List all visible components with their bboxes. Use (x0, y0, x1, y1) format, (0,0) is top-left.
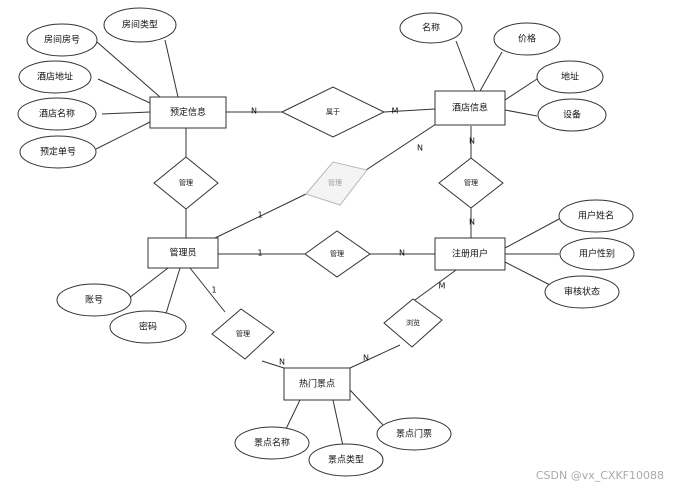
card-belongs-res: N (251, 107, 257, 116)
card-browse-user: M (439, 282, 446, 291)
attr-price-label: 价格 (518, 33, 536, 45)
edge-browse-spot (349, 344, 401, 369)
attr-address-label: 地址 (561, 71, 579, 83)
attr-review-status: 审核状态 (544, 275, 620, 309)
entity-spot-label: 热门景点 (299, 378, 335, 390)
attr-room-type-label: 房间类型 (122, 19, 158, 31)
rel-manage-review: 管理 (438, 157, 504, 209)
attr-spot-type-label: 景点类型 (328, 454, 364, 466)
card-browse-spot: N (363, 354, 369, 363)
card-admin-hotel-admin: 1 (257, 211, 262, 220)
entity-reservation: 预定信息 (149, 96, 227, 129)
edge-spot-type (332, 399, 344, 447)
attr-user-name-label: 用户姓名 (578, 210, 614, 222)
attr-order-number-label: 预定单号 (40, 146, 76, 158)
card-review-user: N (469, 218, 475, 227)
rel-belongs-to: 属于 (280, 86, 386, 138)
card-belongs-hotel: M (392, 107, 399, 116)
entity-hotel: 酒店信息 (434, 90, 506, 126)
entity-hotel-label: 酒店信息 (452, 102, 488, 114)
edge-order-number (95, 121, 151, 150)
attr-hotel-address: 酒店地址 (18, 60, 92, 94)
rel-manage-reservation: 管理 (153, 156, 219, 210)
attr-facilities-label: 设备 (563, 109, 581, 121)
attr-name-label: 名称 (422, 22, 440, 34)
card-admin-hotel-hotel: N (417, 144, 423, 153)
edge-manage-spot-spot (261, 360, 285, 369)
rel-manage-review-label: 管理 (464, 178, 478, 187)
edge-hotel-address (97, 78, 151, 104)
rel-manage-spot-label: 管理 (236, 329, 250, 338)
attr-order-number: 预定单号 (19, 135, 97, 169)
rel-manage-spot: 管理 (211, 308, 275, 360)
edge-admin-manage-spot (189, 267, 226, 313)
edge-price (479, 51, 503, 92)
attr-user-gender-label: 用户性别 (579, 248, 615, 260)
attr-account: 账号 (56, 283, 132, 317)
attr-user-gender: 用户性别 (559, 237, 635, 271)
edge-hotel-name (101, 111, 151, 115)
rel-manage-user-label: 管理 (330, 249, 344, 258)
edge-address (504, 78, 538, 101)
attr-password: 密码 (109, 310, 187, 344)
edge-account (128, 267, 169, 299)
attr-spot-type: 景点类型 (308, 443, 384, 477)
attr-room-number-label: 房间房号 (44, 34, 80, 46)
attr-account-label: 账号 (85, 295, 103, 306)
attr-spot-name: 景点名称 (234, 426, 310, 460)
card-admin-spot-spot: N (279, 358, 285, 367)
watermark: CSDN @vx_CXKF10088 (536, 469, 664, 482)
attr-address: 地址 (536, 60, 604, 94)
entity-user: 注册用户 (434, 237, 506, 271)
attr-facilities: 设备 (537, 98, 607, 132)
card-admin-user-admin: 1 (257, 249, 262, 258)
entity-spot: 热门景点 (283, 367, 351, 401)
rel-manage-hotel-label: 管理 (328, 178, 342, 187)
edge-facilities (504, 109, 538, 117)
card-review-hotel: N (469, 137, 475, 146)
attr-room-type: 房间类型 (103, 7, 177, 43)
edge-room-type (164, 39, 179, 98)
rel-browse: 浏览 (383, 298, 443, 348)
attr-user-name: 用户姓名 (558, 199, 634, 233)
attr-room-number: 房间房号 (26, 23, 98, 57)
rel-browse-label: 浏览 (406, 318, 420, 327)
edge-review-status (504, 261, 551, 286)
edge-spot-name (283, 399, 301, 434)
attr-hotel-address-label: 酒店地址 (37, 71, 73, 83)
entity-reservation-label: 预定信息 (170, 106, 206, 118)
attr-password-label: 密码 (139, 321, 157, 333)
card-admin-user-user: N (399, 249, 405, 258)
entity-admin-label: 管理员 (169, 247, 196, 259)
edge-user-browse (414, 269, 457, 301)
attr-spot-name-label: 景点名称 (254, 437, 290, 449)
entity-user-label: 注册用户 (452, 248, 488, 260)
edge-manage-hotel-hotel (362, 123, 437, 173)
rel-manage-hotel: 管理 (305, 161, 368, 206)
attr-review-status-label: 审核状态 (564, 286, 600, 298)
attr-price: 价格 (493, 22, 561, 56)
edge-spot-ticket (349, 389, 385, 427)
edge-password (163, 267, 181, 321)
edge-admin-manage-hotel (214, 193, 307, 239)
edges (95, 39, 560, 447)
attr-spot-ticket: 景点门票 (376, 417, 452, 451)
edge-name (455, 40, 476, 92)
card-admin-spot-admin: 1 (211, 286, 216, 295)
rel-belongs-to-label: 属于 (326, 108, 340, 116)
attr-name: 名称 (399, 12, 463, 44)
rel-manage-user: 管理 (304, 230, 371, 278)
edge-user-name (504, 218, 560, 249)
attr-spot-ticket-label: 景点门票 (396, 428, 432, 440)
edge-belongs-hotel (383, 108, 436, 113)
edge-room-number (96, 41, 161, 98)
entity-admin: 管理员 (147, 237, 219, 269)
attr-hotel-name-label: 酒店名称 (39, 108, 75, 120)
attr-hotel-name: 酒店名称 (17, 97, 97, 131)
rel-manage-reservation-label: 管理 (179, 178, 193, 187)
